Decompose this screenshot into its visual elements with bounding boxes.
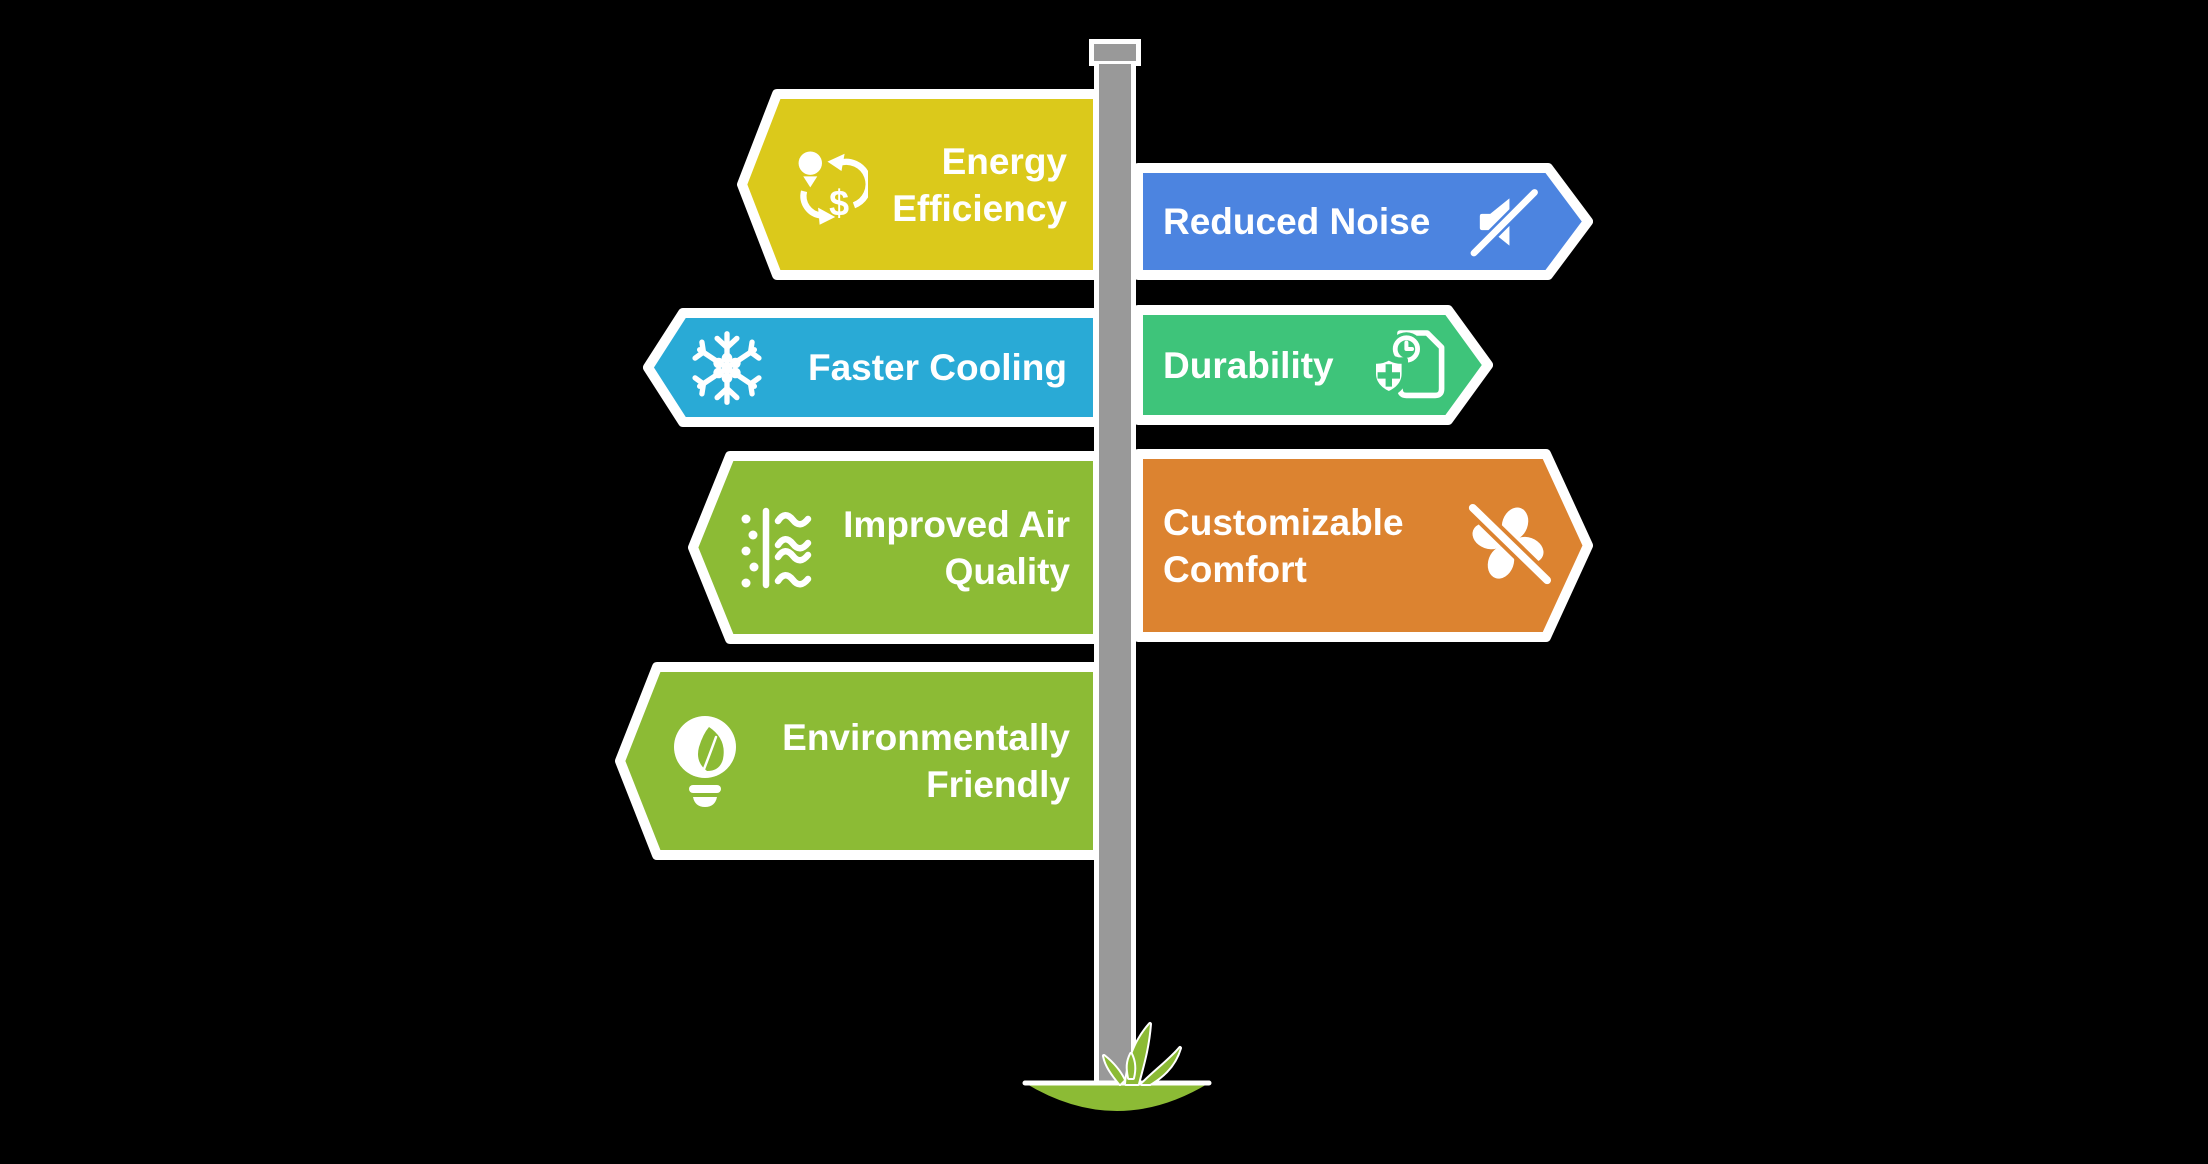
air-wave: [774, 511, 812, 527]
sign-label-line: Faster Cooling: [807, 347, 1067, 388]
sign-label-line: Comfort: [1163, 548, 1307, 590]
eco-bulb-icon: [673, 715, 737, 807]
sign-label: Faster Cooling: [765, 344, 1067, 391]
bulb-neck-bar: [689, 785, 721, 793]
sign-label-line: Environmentally: [782, 717, 1070, 758]
grass-tuft: [1102, 1022, 1182, 1086]
sign-plate: [615, 662, 1103, 860]
sign-label: Durability: [1163, 342, 1334, 389]
sign-improved-air-quality: Improved Air Quality: [688, 451, 1103, 644]
air-wave: [774, 547, 812, 563]
sign-plate: [737, 89, 1103, 280]
shield-plus: [1377, 364, 1400, 387]
cycle-arrowhead-top: [827, 153, 845, 171]
sign-label-line: Improved Air: [843, 503, 1070, 545]
snowflake-branch: [692, 374, 707, 397]
slash-line: [1470, 188, 1538, 256]
snowflake-branch: [747, 339, 762, 361]
air-wave: [774, 535, 812, 551]
pole-cap: [1089, 39, 1141, 66]
bulb-shape: [798, 150, 822, 175]
cycle-arrowhead-bottom: [818, 207, 836, 225]
air-purify-icon: [740, 505, 814, 591]
mound-shape: [1025, 1083, 1209, 1111]
bulb-base: [693, 797, 717, 807]
sign-label: Environmentally Friendly: [737, 714, 1070, 808]
clock-hands: [1404, 340, 1414, 351]
sign-arrow-shape: [1133, 449, 1593, 642]
snowflake-branch: [714, 384, 740, 400]
air-wave: [774, 571, 812, 587]
sign-plate: [643, 308, 1103, 427]
sign-arrow-shape: [688, 451, 1103, 644]
sign-environmentally-friendly: Environmentally Friendly: [615, 662, 1103, 860]
muted-speaker-icon: [1467, 185, 1543, 259]
sign-customizable-comfort: Customizable Comfort: [1133, 449, 1593, 642]
sign-label: Improved Air Quality: [814, 501, 1070, 595]
speaker-shape: [1479, 197, 1510, 246]
slash-line: [1468, 503, 1552, 584]
sign-arrow-shape: [615, 662, 1103, 860]
sign-plate: [1133, 449, 1593, 642]
snowflake-icon: [689, 330, 765, 406]
snowflake-center-cluster: [713, 352, 741, 383]
cycle-arc-left: [800, 189, 822, 219]
sign-plate: [688, 451, 1103, 644]
cycle-arc-right: [837, 158, 868, 208]
dollar-glyph: $: [829, 183, 849, 223]
pole-shaft: [1094, 64, 1136, 1082]
sign-energy-efficiency: $ Energy Efficiency: [737, 89, 1103, 280]
fan-slash-icon: [1458, 501, 1558, 590]
sign-label-line: Friendly: [926, 764, 1070, 805]
sign-reduced-noise: Reduced Noise: [1133, 163, 1593, 280]
snowflake-branch: [714, 335, 740, 351]
sign-label-line: Efficiency: [892, 187, 1067, 229]
sign-label-line: Customizable: [1163, 501, 1404, 543]
sign-faster-cooling: Faster Cooling: [643, 308, 1103, 427]
sign-label-line: Reduced Noise: [1163, 201, 1431, 242]
sign-arrow-shape: [643, 308, 1103, 427]
sign-label-line: Energy: [941, 140, 1067, 182]
snowflake-branch: [692, 339, 707, 361]
sign-label-line: Durability: [1163, 344, 1334, 386]
sign-label-line: Quality: [944, 550, 1070, 592]
snowflake-branch: [747, 374, 762, 397]
shield-document-clock-icon: [1368, 324, 1448, 406]
bulb-base: [803, 175, 818, 187]
document-shape: [1397, 330, 1445, 399]
sign-durability: Durability: [1133, 305, 1493, 425]
sign-label: Energy Efficiency: [868, 138, 1067, 232]
leaf-vein: [702, 735, 718, 771]
particle-dots: [741, 514, 759, 587]
bulb-dollar-cycle-icon: $: [790, 142, 868, 228]
sign-arrow-shape: [737, 89, 1103, 280]
grass-blades: [1102, 1022, 1182, 1086]
sign-label: Customizable Comfort: [1163, 499, 1404, 593]
sign-label: Reduced Noise: [1163, 198, 1430, 245]
